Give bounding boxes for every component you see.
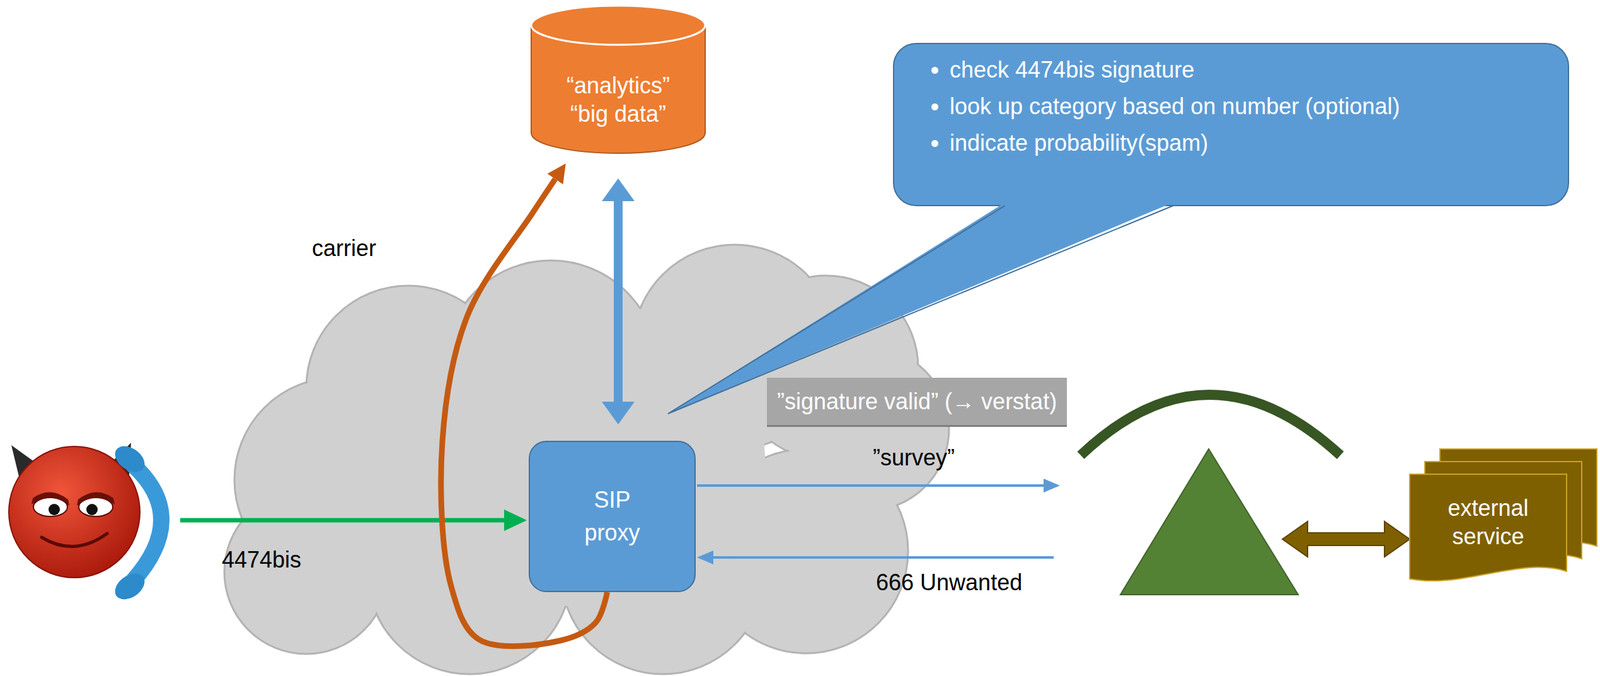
- bullet-item: look up category based on number (option…: [949, 88, 1400, 125]
- devil-pupil: [86, 503, 98, 515]
- arrow-head: [504, 509, 527, 531]
- message-label: ”survey”: [872, 443, 955, 471]
- arrow-shaft: [712, 555, 1054, 559]
- devil-brow: [76, 491, 115, 506]
- devil-pupil: [48, 503, 60, 515]
- node-text: “analytics” “big data”: [553, 71, 684, 128]
- devil-caller: [8, 440, 162, 605]
- bubble-body: [893, 43, 1569, 206]
- incoming-call-arrow: [180, 509, 527, 531]
- phone-earpiece: [110, 440, 150, 478]
- document-sheet: [1409, 473, 1567, 581]
- status-tag: ”signature valid” (→ verstat): [766, 377, 1067, 427]
- service-link-arrow: [1282, 521, 1410, 557]
- device-triangle: [1120, 448, 1299, 595]
- document-stack: external service: [1409, 448, 1597, 584]
- arrow-head: [696, 550, 714, 565]
- phone-mouthpiece: [110, 567, 150, 605]
- arrow-shaft: [180, 517, 506, 523]
- text-group: ”signature valid” (→ verstat): [776, 386, 1057, 416]
- unwanted-arrow: [696, 550, 1054, 565]
- database-cylinder: “analytics” “big data”: [530, 5, 706, 154]
- region-label: carrier: [311, 234, 377, 262]
- devil-brow: [31, 491, 70, 506]
- bullet-item: check 4474bis signature: [949, 51, 1400, 89]
- device-arc: [1080, 394, 1341, 455]
- survey-arrow: [696, 478, 1060, 493]
- arrow-shaft: [696, 483, 1045, 487]
- query-connector: [613, 201, 623, 402]
- arrow-head: [1043, 478, 1060, 493]
- protocol-label: 4474bis: [221, 545, 302, 573]
- bullet-item: indicate probability(spam): [949, 124, 1400, 162]
- devil-face: [8, 446, 140, 578]
- cylinder-top: [531, 5, 706, 45]
- text-group: SIP proxy: [570, 483, 655, 549]
- process-box: SIP proxy: [528, 440, 696, 592]
- cloud-fill: [458, 306, 766, 613]
- text-group: check 4474bis signaturelook up category …: [949, 51, 1400, 162]
- text-group: external service: [1417, 493, 1560, 551]
- phone-handset: [133, 465, 162, 580]
- text-group: “analytics” “big data”: [553, 71, 684, 128]
- devil-grin: [41, 533, 108, 547]
- node-text: external service: [1417, 493, 1560, 551]
- response-label: 666 Unwanted: [875, 568, 1023, 596]
- callout-bubble: check 4474bis signaturelook up category …: [892, 42, 1570, 207]
- node-text: ”signature valid” (→ verstat): [776, 386, 1057, 416]
- node-text: SIP proxy: [570, 483, 655, 549]
